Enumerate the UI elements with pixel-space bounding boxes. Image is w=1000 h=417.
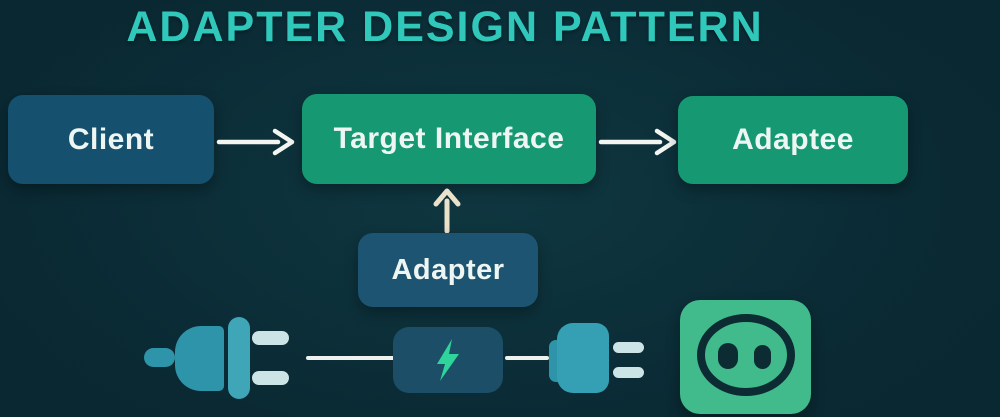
arrow-client-to-target-icon (216, 128, 295, 156)
arrow-adapter-to-target-icon (433, 188, 461, 233)
socket-face-icon (697, 314, 795, 396)
plug-cord-icon (144, 348, 175, 367)
arrow-target-to-adaptee-icon (598, 128, 677, 156)
plug-left-collar-icon (228, 317, 250, 399)
node-adapter: Adapter (358, 233, 538, 307)
plug-prong-icon (252, 331, 289, 345)
plug-prong-icon (252, 371, 289, 385)
power-socket-icon (680, 300, 811, 414)
wire-segment (505, 356, 549, 360)
power-adapter-block (393, 327, 503, 393)
node-adapter-label: Adapter (391, 253, 505, 286)
node-adaptee: Adaptee (678, 96, 908, 184)
plug-prong-icon (613, 342, 644, 353)
plug-left-icon (175, 326, 224, 391)
wire-segment (306, 356, 395, 360)
lightning-bolt-icon (437, 339, 459, 381)
node-adaptee-label: Adaptee (732, 123, 854, 156)
plug-right-icon (557, 323, 609, 393)
node-target-interface-label: Target Interface (333, 122, 565, 155)
plug-prong-icon (613, 367, 644, 378)
node-target-interface: Target Interface (302, 94, 596, 184)
page-title: ADAPTER DESIGN PATTERN (126, 3, 764, 51)
node-client-label: Client (67, 122, 155, 156)
node-client: Client (8, 95, 214, 184)
